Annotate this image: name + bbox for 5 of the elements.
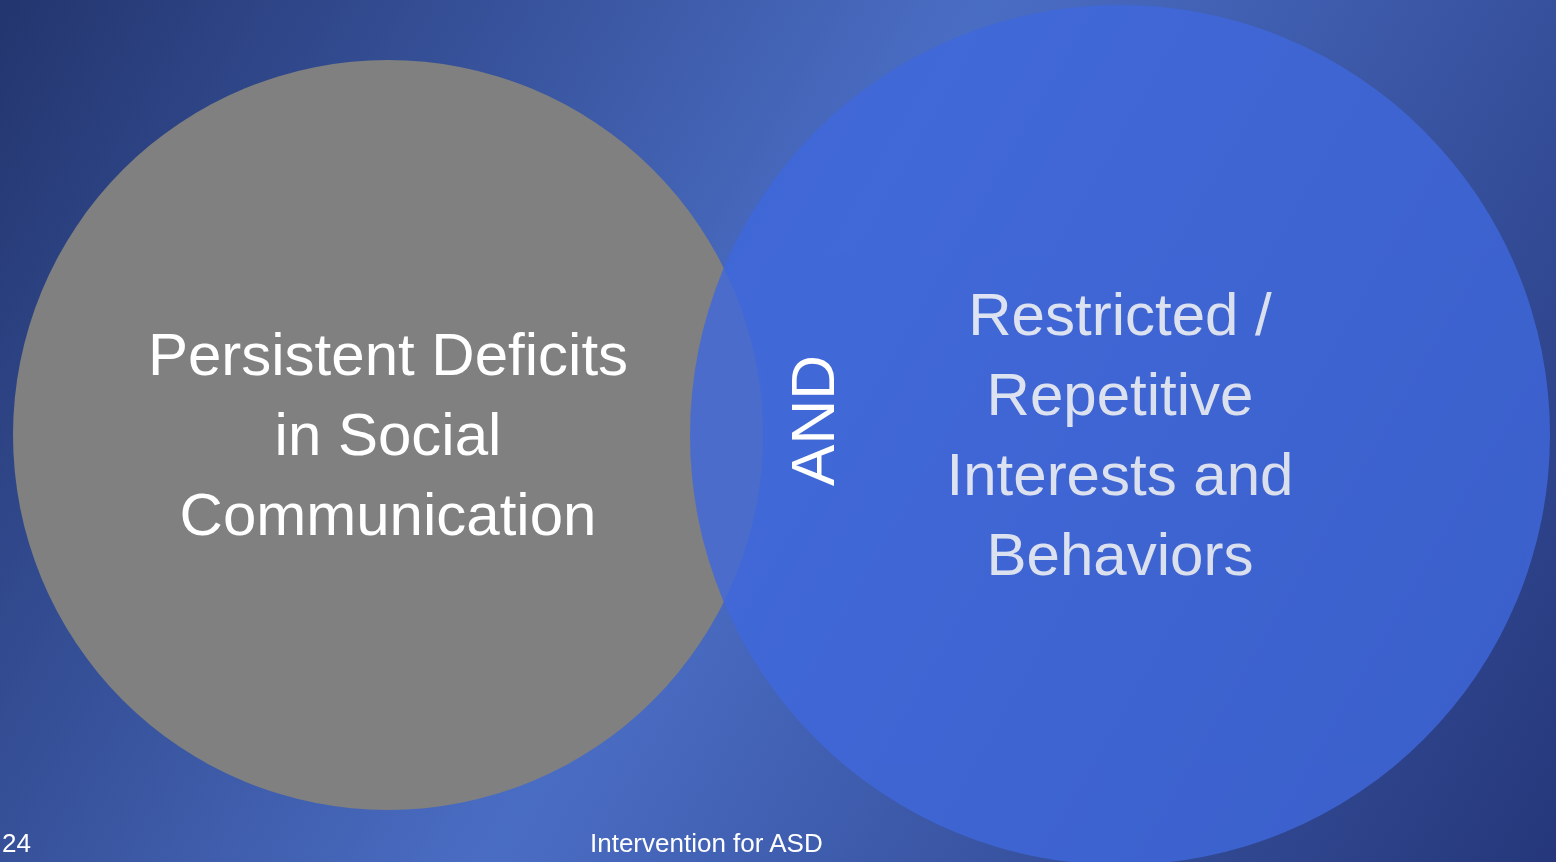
connector-word: AND	[776, 354, 848, 486]
footer-date: 24	[2, 828, 31, 859]
footer-text: Intervention for ASD	[590, 828, 823, 859]
circle-label: Restricted / Repetitive Interests and Behaviors	[945, 280, 1295, 590]
circle-label: Persistent Deficits in Social Communication	[146, 320, 630, 550]
